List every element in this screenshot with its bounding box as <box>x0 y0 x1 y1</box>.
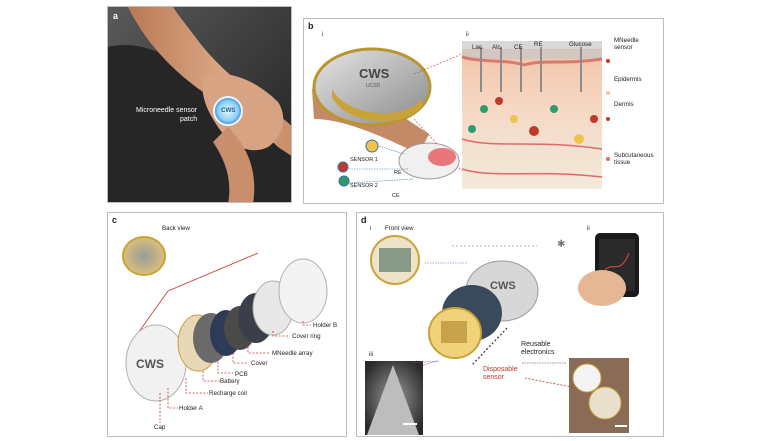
panel-d-illustration <box>365 233 639 435</box>
part-mneedle-array: MNeedle array <box>272 350 313 357</box>
panel-a-label-line1: Microneedle sensor <box>136 107 198 114</box>
part-holder-a: Holder A <box>179 405 203 412</box>
panel-a: a CWS Microneedle sensor patch <box>107 6 292 203</box>
electrode-lac: Lac. <box>472 44 484 51</box>
panel-d: d i ii iii Front view CWS ✱ Reusable ele… <box>356 212 664 437</box>
panel-c: c Back view CWS Holder B Cover ring MNee… <box>107 212 347 437</box>
panel-b-illustration <box>312 41 610 189</box>
panel-a-label-line2: patch <box>180 116 198 123</box>
layer-subq-2: tissue <box>614 159 631 166</box>
part-battery: Battery <box>220 378 240 385</box>
layer-dermis: Dermis <box>614 101 634 108</box>
disposable-line2: sensor <box>483 374 505 381</box>
layer-mneedle-1: MNeedle <box>614 37 639 44</box>
electrode-ce: CE <box>514 44 523 51</box>
disposable-line1: Disposable <box>483 366 518 373</box>
panel-b: b i ii CWS UCSD Lac. Alc. CE RE Glucose … <box>303 18 664 204</box>
electrode-alc: Alc. <box>492 44 503 51</box>
part-cap: Cap <box>154 424 166 431</box>
panel-b-device-sub: UCSD <box>366 83 381 89</box>
part-pcb: PCB <box>235 371 248 378</box>
part-cover: Cover <box>251 360 268 367</box>
re-label: RE <box>394 170 402 176</box>
panel-c-device-text: CWS <box>136 357 164 371</box>
panel-b-letter: b <box>308 21 314 31</box>
panel-b-sub-ii: ii <box>466 31 469 38</box>
sensor1-label: SENSOR 1 <box>350 157 378 163</box>
panel-b-device-text: CWS <box>359 66 390 81</box>
layer-subq-1: Subcutaneous <box>614 152 654 159</box>
layer-epidermis: Epidermis <box>614 76 642 83</box>
reusable-line1: Reusable <box>521 341 551 348</box>
part-recharge-coil: Recharge coil <box>209 390 247 397</box>
reusable-line2: electronics <box>521 349 555 356</box>
panel-d-letter: d <box>361 215 367 225</box>
bluetooth-icon: ✱ <box>557 239 566 250</box>
ce-label: CE <box>392 193 400 199</box>
layer-mneedle-2: sensor <box>614 44 633 51</box>
back-view-label: Back view <box>162 225 190 232</box>
part-holder-b: Holder B <box>313 322 338 329</box>
panel-d-device-text: CWS <box>490 280 516 292</box>
front-view-label: Front view <box>385 225 414 232</box>
part-cover-ring: Cover ring <box>292 333 321 340</box>
panel-a-letter: a <box>113 11 119 21</box>
panel-c-letter: c <box>112 215 118 225</box>
panel-c-exploded-view <box>122 236 328 423</box>
sensor2-label: SENSOR 2 <box>350 183 378 189</box>
panel-d-sub-iii: iii <box>369 351 374 358</box>
panel-a-photo <box>108 7 291 202</box>
panel-a-device-text: CWS <box>221 107 236 114</box>
electrode-re: RE <box>534 41 543 48</box>
panel-d-sub-i: i <box>370 225 372 232</box>
electrode-glucose: Glucose <box>569 41 592 48</box>
panel-b-sub-i: i <box>322 31 324 38</box>
panel-d-sub-ii: ii <box>587 225 590 232</box>
